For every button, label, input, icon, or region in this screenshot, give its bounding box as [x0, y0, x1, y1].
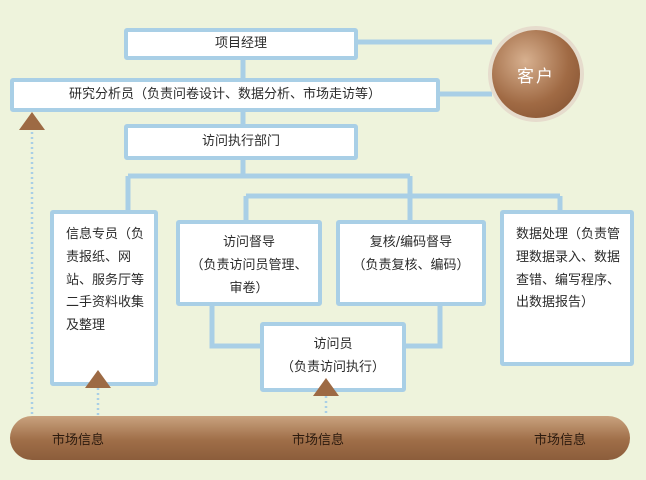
market-info-label: 市场信息: [292, 433, 345, 448]
project-manager-label: 项目经理: [214, 35, 267, 51]
researcher-label: 研究分析员（负责问卷设计、数据分析、市场走访等）: [68, 86, 381, 102]
review-coding-supervisor-desc: （负责复核、编码）: [352, 257, 470, 273]
interviewer-title: 访问员: [313, 337, 353, 352]
field-department-box: 访问执行部门: [124, 124, 358, 160]
market-information-bar: 市场信息 市场信息 市场信息: [10, 416, 630, 460]
field-department-label: 访问执行部门: [201, 133, 280, 149]
up-arrow-icon: [313, 378, 339, 396]
data-processing-box: 数据处理（负责管理数据录入、数据查错、编写程序、出数据报告）: [500, 210, 634, 366]
client-label: 客户: [517, 66, 555, 87]
interview-supervisor-box: 访问督导 （负责访问员管理、审卷）: [176, 220, 322, 306]
up-arrow-icon: [19, 112, 45, 130]
interview-supervisor-title: 访问督导: [222, 235, 275, 250]
review-coding-supervisor-title: 复核/编码督导: [369, 235, 453, 250]
interview-supervisor-desc: （负责访问员管理、审卷）: [190, 257, 308, 296]
data-processing-label: 数据处理（负责管理数据录入、数据查错、编写程序、出数据报告）: [516, 227, 621, 311]
review-coding-supervisor-box: 复核/编码督导 （负责复核、编码）: [336, 220, 486, 306]
info-specialist-box: 信息专员（负责报纸、网站、服务厅等二手资料收集及整理: [50, 210, 158, 386]
market-info-label: 市场信息: [52, 433, 105, 448]
researcher-box: 研究分析员（负责问卷设计、数据分析、市场走访等）: [10, 78, 440, 112]
up-arrow-icon: [85, 370, 111, 388]
client-circle: 客户: [488, 26, 584, 122]
interviewer-box: 访问员 （负责访问执行）: [260, 322, 406, 392]
market-info-label: 市场信息: [534, 433, 587, 448]
project-manager-box: 项目经理: [124, 28, 358, 60]
info-specialist-label: 信息专员（负责报纸、网站、服务厅等二手资料收集及整理: [66, 227, 145, 333]
interviewer-desc: （负责访问执行）: [280, 359, 385, 375]
